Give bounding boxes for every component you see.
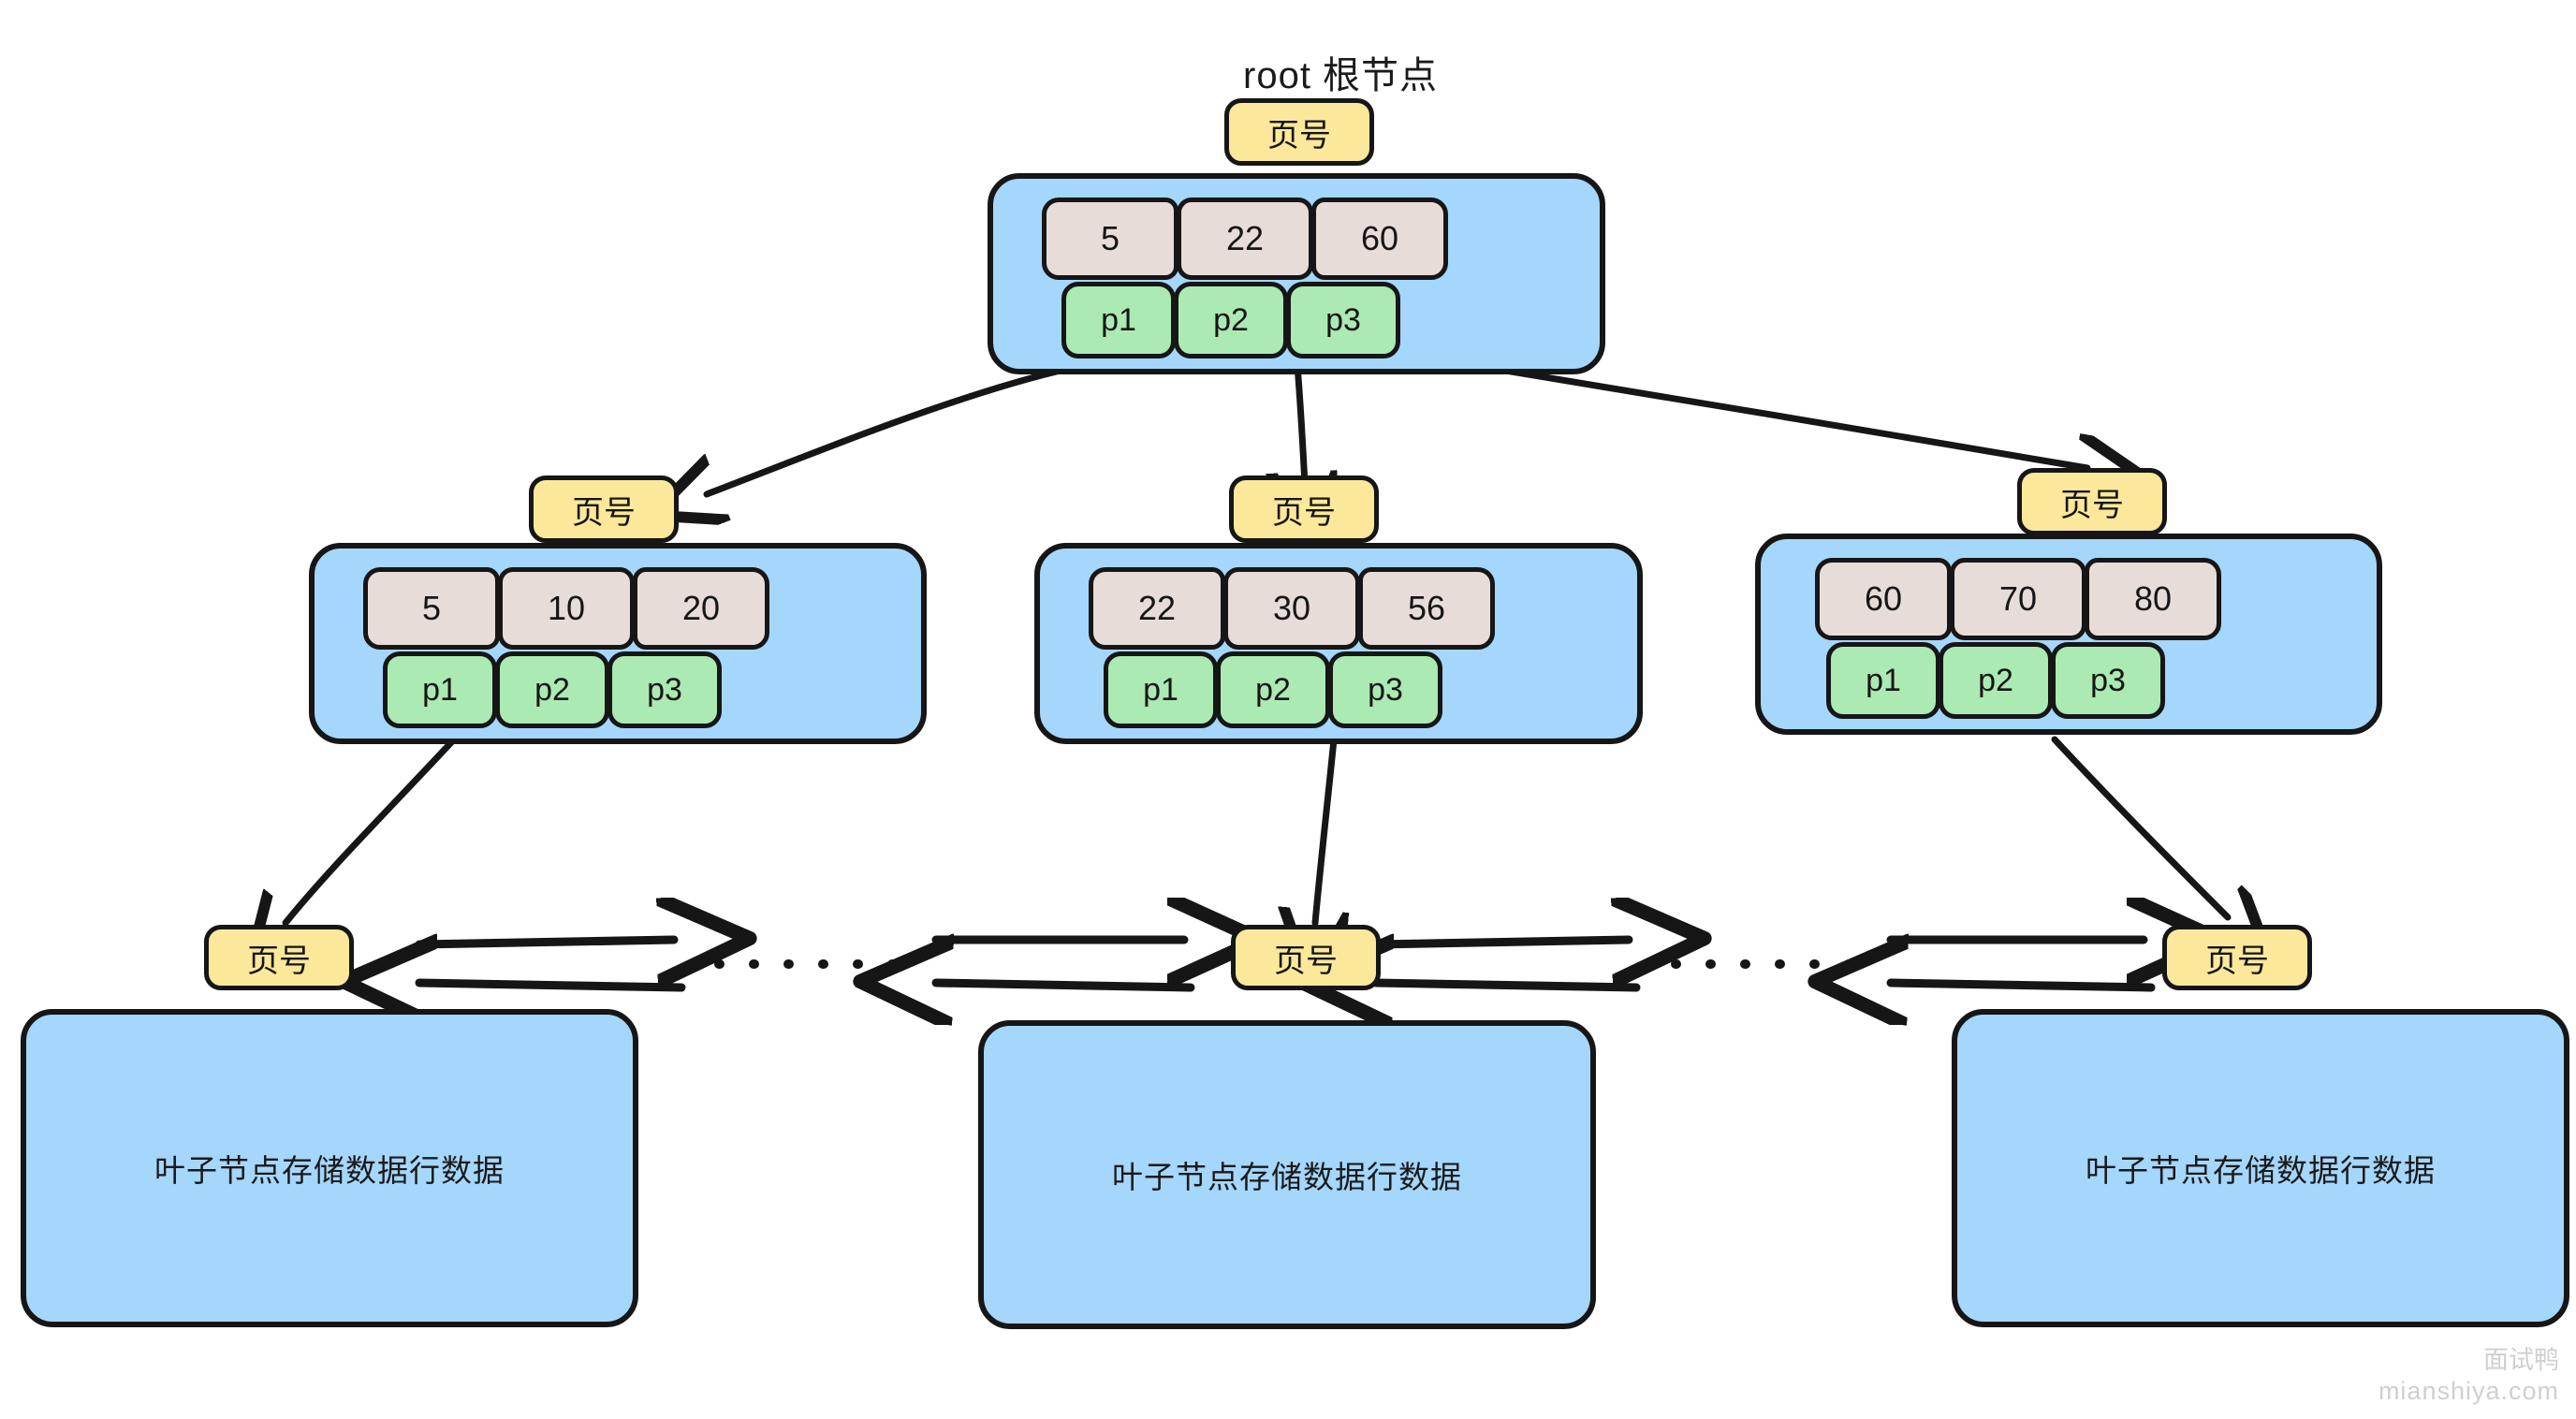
- key-cell[interactable]: 5: [363, 567, 500, 650]
- key-cell[interactable]: 70: [1950, 558, 2086, 640]
- node-root-pointers: p1 p2 p3: [1061, 282, 1400, 358]
- leaf-link-r2c-backward: [1891, 983, 2156, 987]
- pointer-cell[interactable]: p1: [1061, 282, 1176, 358]
- edge-root-to-right: [1456, 359, 2087, 468]
- pointer-cell[interactable]: p2: [1216, 651, 1330, 728]
- watermark-cn: 面试鸭: [2483, 1345, 2559, 1374]
- leaf-label: 叶子节点存储数据行数据: [154, 1153, 505, 1188]
- key-cell[interactable]: 22: [1089, 567, 1225, 650]
- root-caption: root 根节点: [1243, 55, 1439, 96]
- page-tag-root[interactable]: 页号: [1224, 98, 1374, 166]
- pointer-cell[interactable]: p1: [1104, 651, 1218, 728]
- leaf-node-left[interactable]: 叶子节点存储数据行数据: [21, 1009, 638, 1327]
- node-internal-center-pointers: p1 p2 p3: [1104, 651, 1442, 728]
- node-internal-right-pointers: p1 p2 p3: [1826, 642, 2165, 719]
- leaf-link-c2r-forward: [1371, 940, 1629, 944]
- edge-left-to-leaf: [285, 736, 458, 923]
- page-tag-leaf-right[interactable]: 页号: [2162, 925, 2312, 990]
- pointer-cell[interactable]: p2: [1939, 642, 2053, 719]
- pointer-cell[interactable]: p3: [607, 651, 722, 728]
- node-internal-right-keys: 60 70 80: [1815, 558, 2221, 640]
- leaf-link-c2l-backward: [936, 983, 1195, 987]
- watermark-en: mianshiya.com: [2378, 1377, 2559, 1406]
- node-internal-left-pointers: p1 p2 p3: [383, 651, 722, 728]
- key-cell[interactable]: 10: [498, 567, 635, 650]
- watermark: 面试鸭 mianshiya.com: [2378, 1345, 2559, 1409]
- leaf-link-c2r-backward: [1376, 983, 1641, 987]
- leaf-link-l2c-forward: [415, 940, 674, 944]
- edge-center-to-leaf: [1315, 736, 1334, 923]
- pointer-cell[interactable]: p2: [1174, 282, 1288, 358]
- page-tag-leaf-center[interactable]: 页号: [1231, 925, 1381, 990]
- key-cell[interactable]: 80: [2085, 558, 2221, 640]
- pointer-cell[interactable]: p2: [495, 651, 609, 728]
- node-root[interactable]: 5 22 60 p1 p2 p3: [988, 173, 1605, 374]
- leaf-node-right[interactable]: 叶子节点存储数据行数据: [1952, 1009, 2569, 1327]
- edge-root-to-center: [1297, 361, 1305, 485]
- page-tag-internal-right[interactable]: 页号: [2017, 468, 2167, 535]
- key-cell[interactable]: 20: [633, 567, 769, 650]
- edge-right-to-leaf: [2051, 736, 2228, 917]
- node-internal-left[interactable]: 5 10 20 p1 p2 p3: [309, 543, 927, 744]
- leaf-node-center[interactable]: 叶子节点存储数据行数据: [978, 1020, 1596, 1329]
- key-cell[interactable]: 60: [1815, 558, 1952, 640]
- node-internal-center[interactable]: 22 30 56 p1 p2 p3: [1034, 543, 1643, 744]
- key-cell[interactable]: 22: [1177, 197, 1313, 280]
- key-cell[interactable]: 5: [1042, 197, 1178, 280]
- node-internal-center-keys: 22 30 56: [1089, 567, 1495, 650]
- key-cell[interactable]: 56: [1358, 567, 1495, 650]
- page-tag-internal-left[interactable]: 页号: [529, 475, 679, 543]
- pointer-cell[interactable]: p3: [1328, 651, 1442, 728]
- pointer-cell[interactable]: p3: [1286, 282, 1400, 358]
- edge-root-to-left: [707, 359, 1099, 494]
- key-cell[interactable]: 30: [1223, 567, 1360, 650]
- node-internal-left-keys: 5 10 20: [363, 567, 769, 650]
- pointer-cell[interactable]: p1: [383, 651, 497, 728]
- pointer-cell[interactable]: p1: [1826, 642, 1940, 719]
- leaf-link-l2c-backward: [419, 983, 686, 987]
- node-root-keys: 5 22 60: [1042, 197, 1448, 280]
- page-tag-internal-center[interactable]: 页号: [1229, 475, 1379, 543]
- leaf-label: 叶子节点存储数据行数据: [2086, 1153, 2436, 1188]
- leaf-label: 叶子节点存储数据行数据: [1112, 1160, 1462, 1194]
- page-tag-leaf-left[interactable]: 页号: [204, 925, 354, 990]
- node-internal-right[interactable]: 60 70 80 p1 p2 p3: [1755, 534, 2382, 735]
- key-cell[interactable]: 60: [1311, 197, 1448, 280]
- pointer-cell[interactable]: p3: [2051, 642, 2165, 719]
